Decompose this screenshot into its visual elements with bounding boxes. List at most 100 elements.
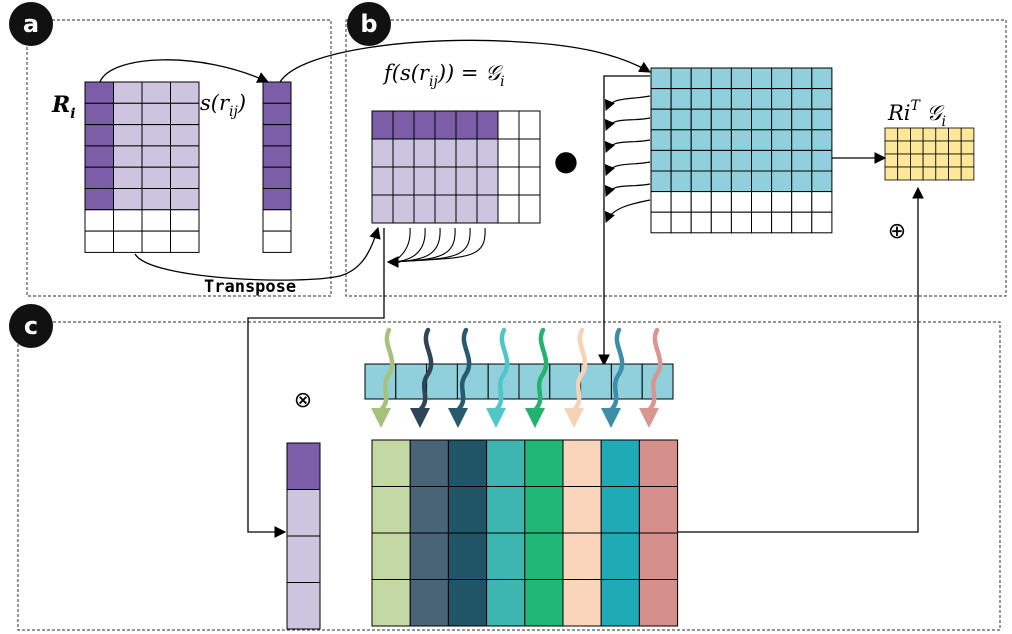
result-matrix-cell	[948, 153, 962, 168]
blue-matrix-cell	[690, 191, 712, 213]
s-vector-cell	[262, 209, 292, 232]
c-column-matrix-cell	[486, 579, 526, 627]
ri-matrix-cell	[141, 188, 171, 211]
blue-matrix-cell	[650, 88, 672, 110]
c-bar-cell	[487, 363, 520, 400]
g-matrix-cell	[476, 138, 499, 168]
blue-matrix-cell	[670, 88, 692, 110]
result-matrix-cell	[897, 166, 911, 181]
blue-left-arrow	[604, 183, 651, 197]
blue-matrix-cell	[650, 108, 672, 131]
blue-matrix-cell	[791, 67, 813, 90]
g-under-arrows	[386, 227, 486, 268]
c-wavy-arrowhead	[448, 408, 468, 428]
ri-matrix-cell	[84, 81, 114, 104]
g-matrix-cell	[455, 166, 478, 196]
g-matrix-cell	[434, 138, 457, 168]
result-matrix-cell	[960, 140, 975, 155]
result-matrix-cell	[884, 127, 899, 142]
c-bar	[364, 363, 674, 400]
result-matrix-cell	[910, 166, 924, 181]
result-matrix-cell	[884, 140, 899, 155]
g-matrix-cell	[434, 110, 457, 140]
c-column-matrix-cell	[600, 486, 640, 534]
blue-matrix-cell	[670, 129, 692, 151]
blue-left-arrow	[604, 95, 651, 111]
ri-matrix-cell	[113, 209, 143, 232]
ri-matrix-cell	[170, 145, 200, 168]
c-column-matrix-cell	[524, 486, 564, 534]
blue-matrix-cell	[771, 88, 793, 110]
c-wavy-arrowhead	[410, 408, 430, 428]
ri-matrix-cell	[113, 188, 143, 211]
g-matrix-cell	[371, 194, 394, 224]
c-column-matrix-cell	[562, 532, 602, 580]
badge-a-label: a	[23, 10, 39, 38]
blue-matrix-cell	[690, 88, 712, 110]
blue-matrix-cell	[690, 149, 712, 172]
f-formula: f(s(rij)) = 𝒢i	[382, 61, 505, 90]
c-column-matrix-cell	[371, 579, 411, 627]
blue-matrix-cell	[650, 149, 672, 172]
g-matrix-cell	[497, 110, 520, 140]
c-wavy-arrow	[493, 327, 510, 413]
blue-matrix-cell	[771, 191, 793, 213]
ri-matrix-cell	[113, 166, 143, 189]
blue-matrix-cell	[690, 108, 712, 131]
g-under-arrow	[393, 227, 441, 263]
g-matrix-cell	[518, 110, 541, 140]
blue-matrix-cell	[751, 67, 773, 90]
blue-matrix-cell	[690, 170, 712, 193]
blue-matrix-cell	[730, 149, 753, 172]
s-vector-cell	[262, 188, 292, 211]
c-wavy-arrow	[455, 327, 472, 413]
ri-matrix-cell	[170, 102, 200, 126]
result-matrix-cell	[910, 127, 924, 142]
blue-matrix-cell	[791, 191, 813, 213]
blue-matrix-cell	[791, 108, 813, 131]
blue-matrix-cell	[811, 170, 833, 193]
blue-matrix-cell	[751, 211, 773, 234]
c-vector	[286, 442, 321, 630]
ri-matrix-cell	[141, 145, 171, 168]
s-vector-cell	[262, 230, 292, 253]
arrow-transpose	[134, 226, 381, 281]
blue-matrix-cell	[710, 211, 732, 234]
badge-c-label: c	[24, 312, 38, 340]
blue-left-arrow	[604, 117, 651, 131]
g-matrix-cell	[497, 166, 520, 196]
g-matrix-cell	[392, 138, 415, 168]
blue-matrix-cell	[771, 67, 793, 90]
g-matrix-cell	[476, 110, 499, 140]
ri-label: Ri	[51, 92, 76, 122]
g-matrix-cell	[413, 138, 436, 168]
result-matrix	[884, 127, 975, 181]
ri-matrix-cell	[113, 102, 143, 126]
result-matrix-cell	[960, 127, 975, 142]
result-matrix-cell	[935, 166, 949, 181]
c-column-matrix-cell	[409, 486, 449, 534]
g-matrix-cell	[371, 166, 394, 196]
blue-left-arrow	[604, 161, 651, 176]
g-under-arrow	[393, 227, 411, 263]
g-matrix-cell	[497, 194, 520, 224]
ri-matrix-cell	[84, 124, 114, 147]
blue-matrix-cell	[791, 129, 813, 151]
panel-b-border	[345, 19, 1007, 297]
c-wavy-arrowhead	[371, 408, 391, 428]
blue-matrix-cell	[771, 129, 793, 151]
ri-matrix-cell	[113, 230, 143, 253]
blue-left-arrow	[604, 199, 651, 223]
c-column-matrix-cell	[600, 579, 640, 627]
ri-matrix-cell	[170, 124, 200, 147]
plus-operator: ⊕	[888, 219, 906, 244]
result-matrix-cell	[960, 153, 975, 168]
result-label: RiT 𝒢i	[887, 98, 946, 130]
ri-matrix-cell	[141, 81, 171, 104]
ri-matrix-cell	[170, 209, 200, 232]
c-wavy-arrow	[532, 327, 549, 413]
ri-matrix-cell	[170, 81, 200, 104]
g-matrix-cell	[392, 166, 415, 196]
result-matrix-cell	[922, 140, 937, 155]
ri-matrix-cell	[141, 209, 171, 232]
